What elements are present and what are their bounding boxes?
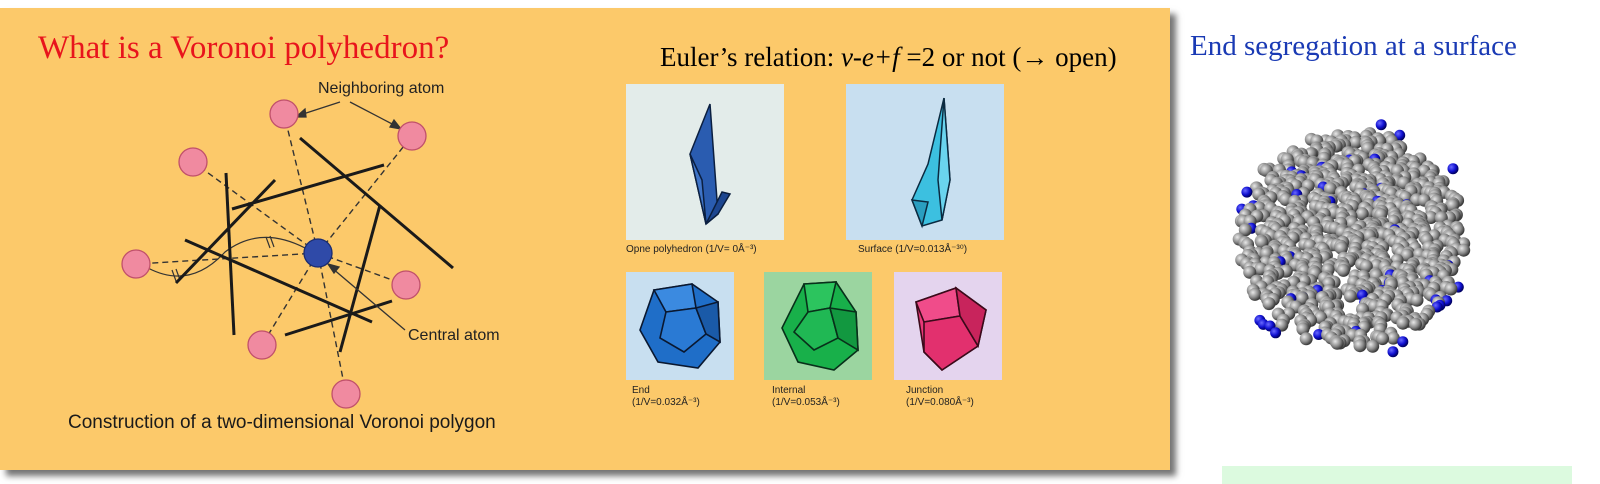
dash-line xyxy=(283,113,319,254)
bisector-line xyxy=(174,178,277,285)
chain-end-bead xyxy=(1397,336,1409,348)
tick-mark xyxy=(269,235,275,248)
bisector-line xyxy=(224,172,236,336)
caption-internal: Internal(1/V=0.053Å⁻³) xyxy=(772,385,840,408)
monomer-bead xyxy=(1314,311,1328,325)
caption-open-polyhedron: Opne polyhedron (1/V= 0Å⁻³) xyxy=(626,244,757,255)
neighbor-atom xyxy=(121,249,151,279)
chain-end-bead xyxy=(1447,163,1459,175)
arrowhead xyxy=(388,118,403,130)
neighbor-atom xyxy=(247,330,277,360)
internal-polyhedron-shape xyxy=(781,281,859,371)
bisector-line xyxy=(184,238,373,324)
chain-end-bead xyxy=(1270,327,1282,339)
monomer-bead xyxy=(1396,316,1410,330)
arrow-to-central xyxy=(331,267,406,331)
open-polyhedron-shape xyxy=(689,103,732,226)
monomer-bead xyxy=(1349,135,1363,149)
neighbor-atom xyxy=(331,379,361,409)
footer-green-strip xyxy=(1222,466,1572,484)
chain-end-bead xyxy=(1313,329,1325,340)
monomer-bead xyxy=(1334,241,1348,255)
caption-surface: Surface (1/V=0.013Å⁻³⁰) xyxy=(858,244,968,255)
diagram-caption: Construction of a two-dimensional Vorono… xyxy=(68,412,496,433)
bisector-line xyxy=(299,136,454,270)
neighbor-atom xyxy=(397,121,427,151)
monomer-bead xyxy=(1238,223,1252,237)
surface-polyhedron-shape xyxy=(910,97,951,229)
central-atom xyxy=(303,238,333,268)
euler-relation: Euler’s relation: v-e+f =2 or not (→ ope… xyxy=(660,42,1117,73)
tile-open-polyhedron xyxy=(626,84,784,240)
chain-end-bead xyxy=(1387,346,1399,358)
dash-line xyxy=(192,161,319,254)
chain-end-bead xyxy=(1375,119,1387,131)
dash-line xyxy=(261,252,319,346)
monomer-bead xyxy=(1359,259,1373,273)
monomer-bead xyxy=(1353,339,1367,353)
monomer-bead xyxy=(1296,322,1310,336)
polymer-globule-rendering xyxy=(1232,119,1471,358)
arrow-to-neighbor xyxy=(299,101,341,116)
chain-end-bead xyxy=(1241,186,1253,198)
tile-internal xyxy=(764,272,872,380)
central-atom-label: Central atom xyxy=(408,327,500,344)
bisector-line xyxy=(338,204,382,353)
monomer-bead xyxy=(1376,332,1389,346)
bisector-line xyxy=(231,163,385,211)
monomer-bead xyxy=(1330,336,1344,350)
monomer-bead xyxy=(1355,207,1369,221)
monomer-bead xyxy=(1343,289,1357,303)
neighbor-atom xyxy=(178,147,208,177)
monomer-bead xyxy=(1243,265,1257,279)
caption-junction: Junction(1/V=0.080Å⁻³) xyxy=(906,385,974,408)
tick-mark xyxy=(171,269,177,282)
panel-title: What is a Voronoi polyhedron? xyxy=(38,30,450,66)
monomer-bead xyxy=(1410,293,1424,307)
euler-formula: v-e+f xyxy=(840,42,900,72)
tile-end xyxy=(626,272,734,380)
segregation-title: End segregation at a surface xyxy=(1190,30,1517,62)
tile-surface xyxy=(846,84,1004,240)
monomer-bead xyxy=(1457,243,1471,257)
euler-suffix: =2 or not (→ open) xyxy=(899,42,1117,72)
dash-line xyxy=(317,252,347,395)
monomer-bead xyxy=(1444,282,1458,296)
junction-polyhedron-shape xyxy=(914,286,987,372)
monomer-bead xyxy=(1248,287,1262,301)
dash-line xyxy=(317,252,407,286)
monomer-bead xyxy=(1299,332,1313,346)
neighbor-atom xyxy=(269,99,299,129)
voronoi-diagram xyxy=(121,99,454,409)
monomer-bead xyxy=(1386,331,1400,345)
bisector-line xyxy=(284,299,393,337)
monomer-bead xyxy=(1409,317,1422,331)
equal-distance-arc xyxy=(147,236,306,277)
end-polyhedron-shape xyxy=(639,283,721,369)
monomer-bead xyxy=(1255,235,1269,249)
monomer-bead xyxy=(1366,339,1380,353)
arrow-to-neighbor xyxy=(349,101,397,127)
tile-junction xyxy=(894,272,1002,380)
euler-prefix: Euler’s relation: xyxy=(660,42,841,72)
neighbor-atom xyxy=(391,270,421,300)
monomer-bead xyxy=(1336,263,1350,277)
arrowhead xyxy=(326,262,341,275)
monomer-bead xyxy=(1323,182,1337,196)
monomer-bead xyxy=(1262,297,1276,311)
neighboring-atom-label: Neighboring atom xyxy=(318,80,445,97)
tick-mark xyxy=(265,236,271,249)
caption-end: End(1/V=0.032Å⁻³) xyxy=(632,385,700,408)
